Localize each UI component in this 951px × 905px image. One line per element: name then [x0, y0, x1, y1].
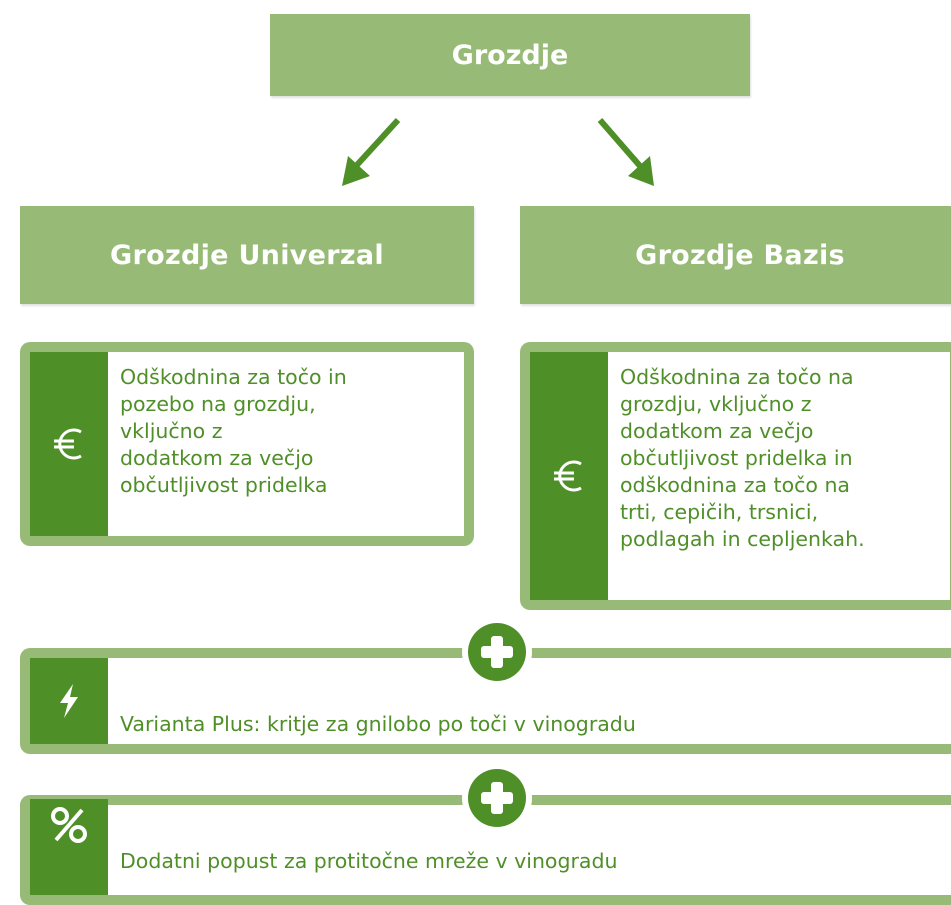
euro-icon: [30, 352, 108, 536]
grozdje-bazis-title: Grozdje Bazis: [635, 239, 845, 271]
univerzal-description: Odškodnina za točo in pozebo na grozdju,…: [120, 365, 347, 497]
arrow-right-down-icon: [597, 118, 654, 186]
bazis-description: Odškodnina za točo na grozdju, vključno …: [620, 365, 865, 551]
varianta-plus-band: Varianta Plus: kritje za gnilobo po toči…: [20, 648, 951, 754]
plus-icon: [462, 617, 532, 687]
varianta-plus-description: kritje za gnilobo po toči v vinogradu: [260, 712, 636, 736]
varianta-plus-label: Varianta Plus:: [120, 712, 261, 736]
grozdje-bazis-box: Grozdje Bazis: [520, 206, 951, 304]
grozdje-univerzal-title: Grozdje Univerzal: [110, 239, 384, 271]
lightning-icon: [30, 658, 108, 744]
varianta-plus-text: Varianta Plus: kritje za gnilobo po toči…: [108, 684, 636, 744]
euro-icon: [530, 352, 608, 600]
grozdje-title: Grozdje: [451, 39, 569, 71]
bazis-card: Odškodnina za točo na grozdju, vključno …: [520, 342, 951, 610]
percent-icon: [30, 799, 108, 895]
arrow-left-down-icon: [342, 117, 401, 186]
grozdje-title-box: Grozdje: [270, 14, 750, 96]
popust-text: Dodatni popust za protitočne mreže v vin…: [120, 849, 618, 873]
plus-icon: [462, 763, 532, 833]
grozdje-univerzal-box: Grozdje Univerzal: [20, 206, 474, 304]
univerzal-card: Odškodnina za točo in pozebo na grozdju,…: [20, 342, 474, 546]
